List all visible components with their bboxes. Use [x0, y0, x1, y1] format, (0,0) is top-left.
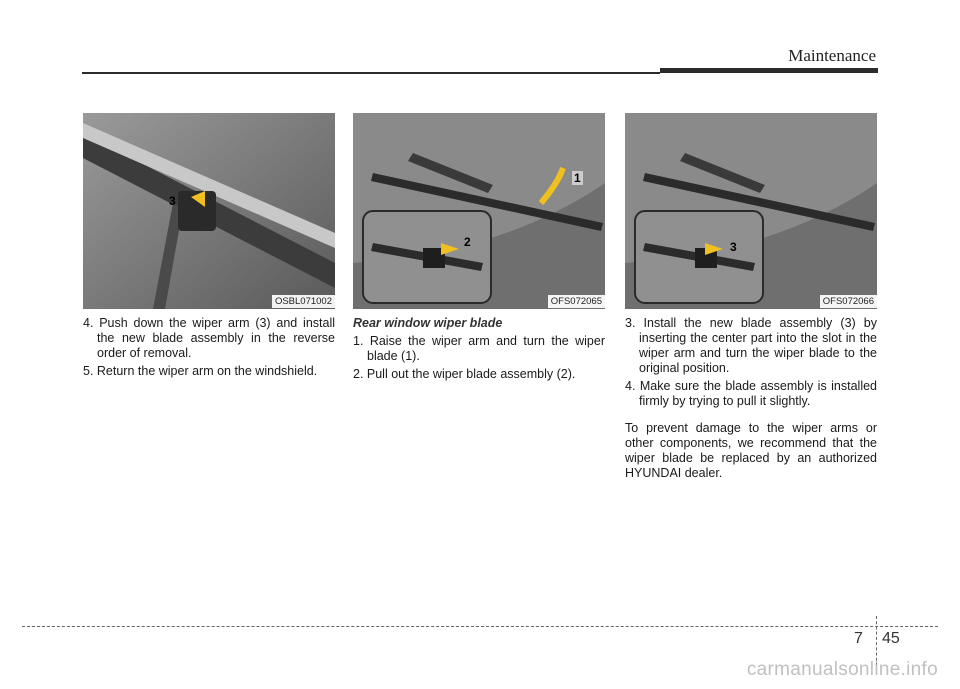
figure-rear-wiper-remove-illustration [353, 113, 605, 309]
figure-wiper-arm-push: 3 OSBL071002 [83, 113, 335, 309]
column-2: Rear window wiper blade 1. Raise the wip… [353, 316, 605, 385]
step-2: 2. Pull out the wiper blade assembly (2)… [353, 367, 576, 381]
chapter-number: 7 [854, 630, 863, 647]
step-5: 5. Return the wiper arm on the windshiel… [83, 364, 318, 378]
column-3: 3. Install the new blade assembly (3) by… [625, 316, 877, 494]
callout-3: 3 [730, 240, 737, 254]
header-rule-thick [660, 68, 878, 73]
dealer-note: To prevent damage to the wiper arms or o… [625, 421, 877, 480]
step-3: 3. Install the new blade assembly (3) by… [625, 316, 877, 375]
subsection-title: Rear window wiper blade [353, 316, 503, 330]
figure-code: OFS072065 [547, 295, 605, 308]
callout-3: 3 [169, 194, 176, 208]
section-title: Maintenance [788, 46, 876, 65]
callout-2: 2 [464, 235, 471, 249]
footer-divider [876, 616, 877, 666]
figure-rear-wiper-remove: 1 2 OFS072065 [353, 113, 605, 309]
callout-1: 1 [572, 171, 583, 185]
column-1: 4. Push down the wiper arm (3) and insta… [83, 316, 335, 382]
footer-rule [22, 626, 938, 627]
figure-code: OFS072066 [819, 295, 877, 308]
figure-rear-wiper-install-illustration [625, 113, 877, 309]
figure-code: OSBL071002 [271, 295, 335, 308]
watermark: carmanualsonline.info [746, 659, 938, 680]
header-rule-thin [82, 72, 660, 74]
figure-wiper-arm-push-illustration [83, 113, 335, 309]
step-1: 1. Raise the wiper arm and turn the wipe… [353, 334, 605, 363]
figure-rear-wiper-install: 3 OFS072066 [625, 113, 877, 309]
step-4: 4. Push down the wiper arm (3) and insta… [83, 316, 335, 360]
page-number: 45 [882, 630, 900, 647]
step-4: 4. Make sure the blade assembly is insta… [625, 379, 877, 408]
